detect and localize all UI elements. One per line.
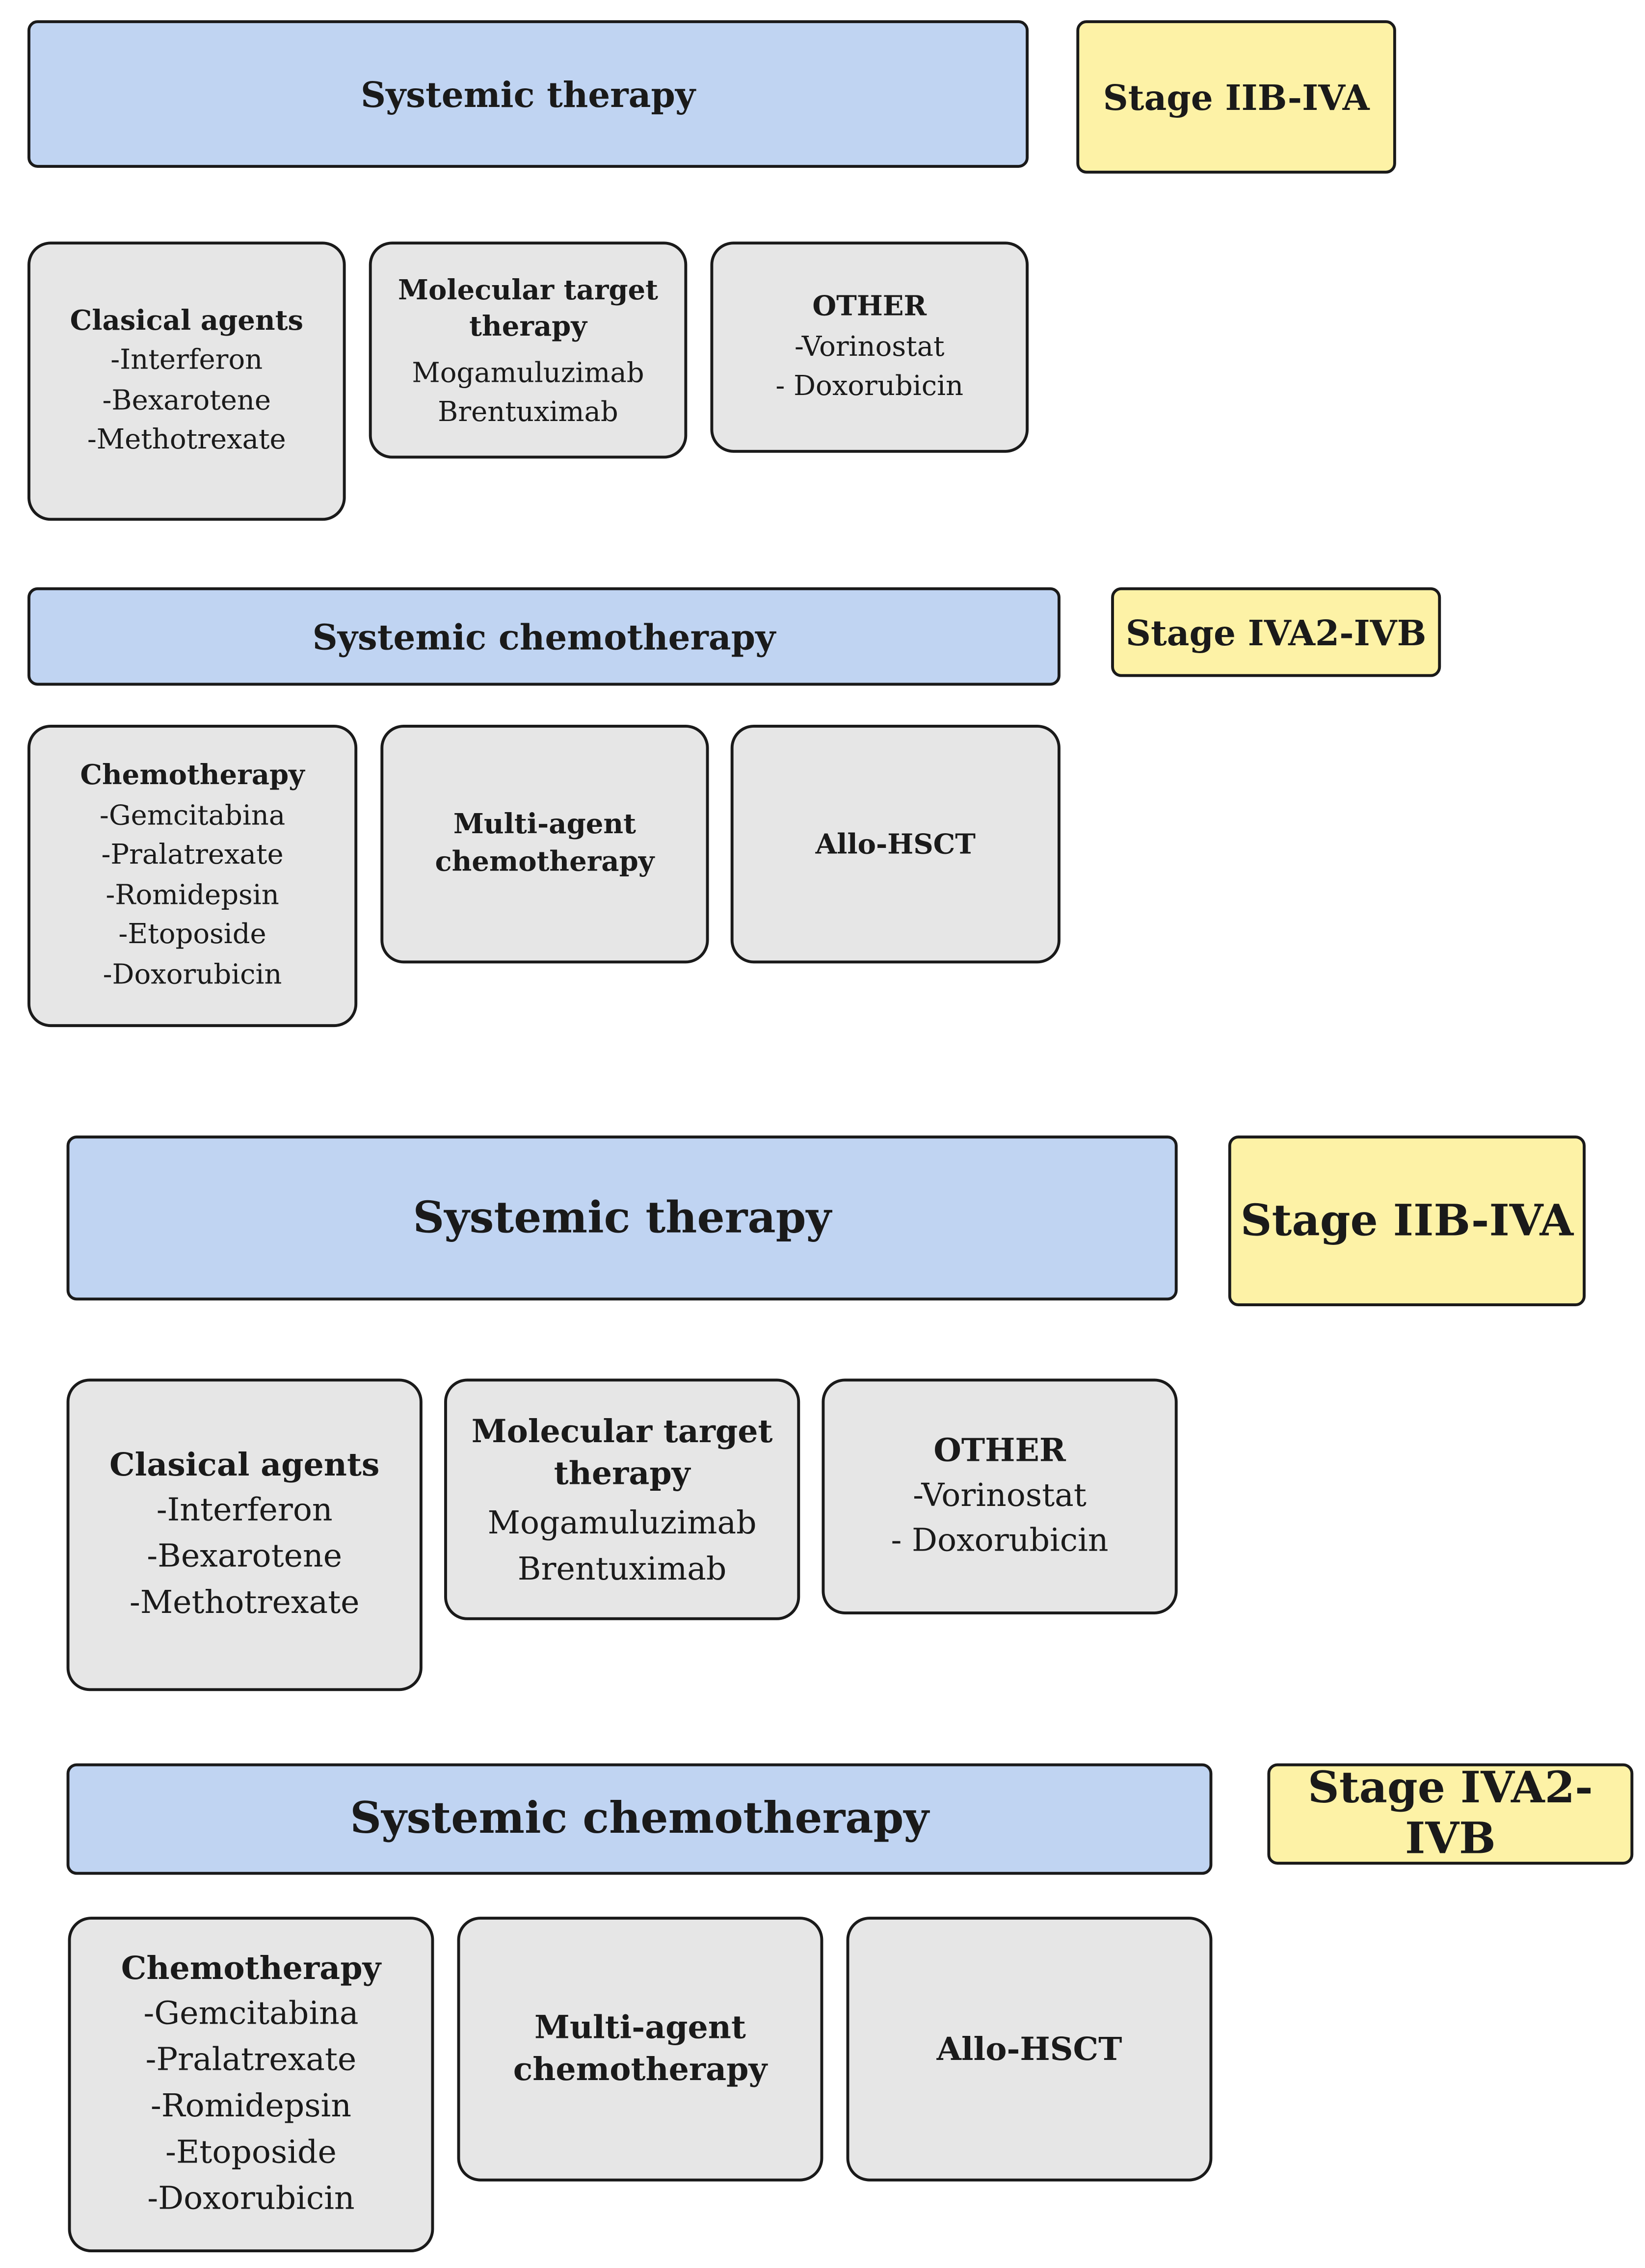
stage-badge: Stage IVA2-IVB bbox=[1267, 1763, 1634, 1865]
stage-badge: Stage IIB-IVA bbox=[1076, 20, 1396, 174]
stage-badge: Stage IVA2-IVB bbox=[1111, 587, 1441, 677]
header-label: Systemic therapy bbox=[413, 1192, 831, 1243]
drug-item: -Etoposide bbox=[165, 2135, 337, 2171]
drug-item: -Interferon bbox=[156, 1493, 333, 1530]
box-title: Molecular target therapy bbox=[471, 1413, 773, 1493]
drug-item: Mogamuluzimab bbox=[412, 357, 644, 389]
drug-item: -Methotrexate bbox=[129, 1585, 360, 1622]
drug-item: -Pralatrexate bbox=[101, 839, 284, 871]
systemic-chemotherapy-header: Systemic chemotherapy bbox=[66, 1763, 1213, 1875]
box-title: Multi-agent chemotherapy bbox=[513, 2009, 768, 2088]
allo-hsct-box: Allo-HSCT bbox=[730, 724, 1061, 964]
multi-agent-box: Multi-agent chemotherapy bbox=[457, 1917, 823, 2182]
drug-item: - Doxorubicin bbox=[891, 1524, 1109, 1560]
box-title: OTHER bbox=[933, 1431, 1066, 1470]
drug-item: -Interferon bbox=[110, 344, 263, 377]
drug-item: Brentuximab bbox=[517, 1552, 727, 1588]
molecular-target-box: Molecular target therapy Mogamuluzimab B… bbox=[369, 241, 688, 459]
drug-item: -Doxorubicin bbox=[103, 959, 282, 991]
drug-item: -Gemcitabina bbox=[99, 799, 286, 832]
chemotherapy-box: Chemotherapy -Gemcitabina -Pralatrexate … bbox=[68, 1917, 434, 2253]
drug-item: -Vorinostat bbox=[913, 1477, 1087, 1514]
drug-item: -Vorinostat bbox=[794, 330, 945, 363]
other-agents-box: OTHER -Vorinostat - Doxorubicin bbox=[822, 1378, 1178, 1614]
drug-item: - Doxorubicin bbox=[775, 370, 964, 402]
allo-hsct-box: Allo-HSCT bbox=[846, 1917, 1213, 2182]
box-title: OTHER bbox=[812, 290, 927, 323]
systemic-therapy-header: Systemic therapy bbox=[27, 20, 1029, 168]
stage-label: Stage IVA2-IVB bbox=[1125, 611, 1427, 654]
drug-item: -Bexarotene bbox=[147, 1539, 343, 1576]
chemotherapy-box: Chemotherapy -Gemcitabina -Pralatrexate … bbox=[27, 724, 358, 1028]
other-agents-box: OTHER -Vorinostat - Doxorubicin bbox=[710, 241, 1029, 453]
drug-item: -Romidepsin bbox=[150, 2088, 352, 2125]
drug-item: -Bexarotene bbox=[102, 384, 271, 417]
header-label: Systemic chemotherapy bbox=[312, 615, 776, 658]
classical-agents-box: Clasical agents -Interferon -Bexarotene … bbox=[27, 241, 346, 521]
drug-item: -Doxorubicin bbox=[147, 2181, 355, 2217]
drug-item: -Romidepsin bbox=[106, 879, 279, 911]
box-title: Chemotherapy bbox=[80, 760, 305, 791]
box-title: Chemotherapy bbox=[121, 1950, 381, 1988]
box-title: Clasical agents bbox=[109, 1447, 380, 1485]
drug-item: -Etoposide bbox=[118, 919, 266, 951]
stage-badge: Stage IIB-IVA bbox=[1228, 1135, 1586, 1307]
multi-agent-box: Multi-agent chemotherapy bbox=[380, 724, 709, 964]
drug-item: Mogamuluzimab bbox=[487, 1506, 757, 1542]
header-label: Systemic therapy bbox=[360, 73, 696, 115]
classical-agents-box: Clasical agents -Interferon -Bexarotene … bbox=[66, 1378, 423, 1691]
box-title: Clasical agents bbox=[70, 305, 303, 337]
drug-item: -Methotrexate bbox=[87, 424, 286, 456]
drug-item: -Gemcitabina bbox=[143, 1996, 359, 2033]
box-title: Molecular target therapy bbox=[398, 274, 659, 344]
stage-label: Stage IVA2-IVB bbox=[1307, 1763, 1593, 1865]
box-title: Allo-HSCT bbox=[936, 2030, 1122, 2068]
systemic-therapy-header: Systemic therapy bbox=[66, 1135, 1178, 1301]
box-title: Allo-HSCT bbox=[815, 828, 976, 860]
stage-label: Stage IIB-IVA bbox=[1103, 76, 1370, 118]
drug-item: Brentuximab bbox=[438, 396, 618, 429]
stage-label: Stage IIB-IVA bbox=[1240, 1195, 1574, 1246]
systemic-chemotherapy-header: Systemic chemotherapy bbox=[27, 587, 1061, 686]
molecular-target-box: Molecular target therapy Mogamuluzimab B… bbox=[444, 1378, 800, 1620]
box-title: Multi-agent chemotherapy bbox=[435, 808, 655, 877]
drug-item: -Pralatrexate bbox=[145, 2042, 357, 2079]
header-label: Systemic chemotherapy bbox=[350, 1793, 929, 1845]
